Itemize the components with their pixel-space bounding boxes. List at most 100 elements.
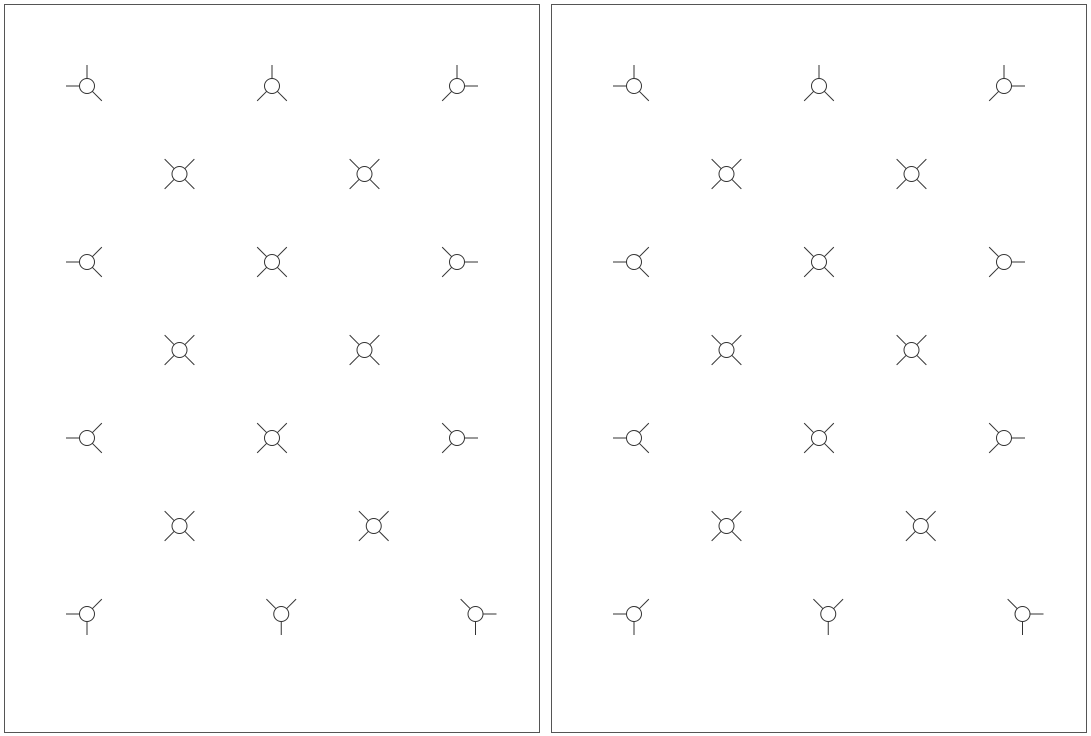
- node-circle: [626, 606, 642, 622]
- node-circle: [820, 606, 837, 622]
- junction-node: [988, 246, 1025, 278]
- node-grid-right: [613, 65, 1044, 635]
- node-arm-ne: [184, 334, 195, 346]
- junction-node: [613, 246, 650, 278]
- node-arm-nw: [441, 246, 453, 258]
- node-arm-nw: [896, 158, 907, 170]
- node-arm-nw: [164, 510, 175, 522]
- node-arm-sw: [349, 354, 360, 366]
- node-arm-sw: [256, 266, 268, 278]
- junction-node: [66, 65, 103, 102]
- node-circle: [903, 166, 920, 182]
- node-arm-se: [369, 178, 380, 190]
- node-arm-nw: [711, 158, 722, 170]
- junction-node: [441, 246, 478, 278]
- node-circle: [356, 342, 373, 358]
- node-arm-sw: [349, 178, 360, 190]
- node-circle: [264, 430, 280, 446]
- node-arm-sw: [896, 354, 907, 366]
- node-arm-sw: [803, 90, 815, 102]
- node-arm-ne: [184, 158, 195, 170]
- node-arm-se: [369, 354, 380, 366]
- junction-node: [256, 422, 288, 454]
- node-arm-nw: [711, 510, 722, 522]
- node-arm-se: [276, 266, 288, 278]
- junction-node: [349, 158, 380, 190]
- node-arm-nw: [813, 598, 824, 610]
- node-arm-sw: [256, 442, 268, 454]
- node-arm-sw: [358, 530, 369, 542]
- node-arm-ne: [925, 510, 936, 522]
- node-circle: [903, 342, 920, 358]
- node-arm-ne: [731, 334, 742, 346]
- node-arm-sw: [256, 90, 268, 102]
- node-circle: [912, 518, 929, 534]
- node-circle: [626, 78, 642, 94]
- node-circle: [1014, 606, 1031, 622]
- node-arm-sw: [164, 178, 175, 190]
- node-arm-nw: [711, 334, 722, 346]
- node-circle: [171, 518, 188, 534]
- node-arm-se: [638, 442, 650, 454]
- node-arm-ne: [369, 334, 380, 346]
- node-arm-ne: [731, 158, 742, 170]
- node-arm-sw: [905, 530, 916, 542]
- node-arm-ne: [184, 510, 195, 522]
- node-arm-sw: [711, 178, 722, 190]
- node-circle: [996, 254, 1012, 270]
- node-circle: [171, 166, 188, 182]
- junction-node: [803, 422, 835, 454]
- node-arm-ne: [916, 334, 927, 346]
- node-circle: [449, 254, 465, 270]
- diagram-panel-left: [4, 4, 540, 733]
- node-arm-nw: [905, 510, 916, 522]
- node-circle: [718, 166, 735, 182]
- junction-node: [1007, 598, 1044, 635]
- junction-node: [164, 334, 195, 366]
- node-circle: [449, 78, 465, 94]
- junction-node: [164, 510, 195, 542]
- node-arm-se: [823, 442, 835, 454]
- node-arm-ne: [833, 598, 844, 610]
- node-arm-nw: [349, 334, 360, 346]
- node-arm-nw: [896, 334, 907, 346]
- node-arm-ne: [638, 422, 650, 434]
- junction-node: [896, 158, 927, 190]
- node-arm-ne: [916, 158, 927, 170]
- node-circle: [626, 254, 642, 270]
- node-circle: [811, 78, 827, 94]
- junction-node: [358, 510, 389, 542]
- node-arm-sw: [988, 266, 1000, 278]
- node-circle: [811, 254, 827, 270]
- junction-node: [613, 422, 650, 454]
- node-arm-ne: [823, 246, 835, 258]
- node-arm-sw: [164, 530, 175, 542]
- node-arm-se: [276, 90, 288, 102]
- node-arm-sw: [803, 266, 815, 278]
- node-circle: [273, 606, 290, 622]
- node-circle: [996, 430, 1012, 446]
- node-arm-se: [731, 354, 742, 366]
- node-arm-ne: [276, 246, 288, 258]
- node-arm-se: [378, 530, 389, 542]
- node-circle: [626, 430, 642, 446]
- node-arm-nw: [256, 422, 268, 434]
- node-arm-sw: [896, 178, 907, 190]
- node-arm-ne: [276, 422, 288, 434]
- node-circle: [264, 254, 280, 270]
- node-circle: [171, 342, 188, 358]
- node-arm-nw: [164, 158, 175, 170]
- junction-node: [66, 246, 103, 278]
- junction-node: [613, 65, 650, 102]
- node-arm-nw: [803, 246, 815, 258]
- junction-node: [711, 510, 742, 542]
- node-arm-se: [91, 266, 103, 278]
- node-arm-sw: [164, 354, 175, 366]
- node-arm-se: [91, 442, 103, 454]
- node-arm-nw: [803, 422, 815, 434]
- node-arm-se: [731, 178, 742, 190]
- junction-node: [896, 334, 927, 366]
- node-arm-nw: [441, 422, 453, 434]
- junction-node: [803, 246, 835, 278]
- node-circle: [79, 78, 95, 94]
